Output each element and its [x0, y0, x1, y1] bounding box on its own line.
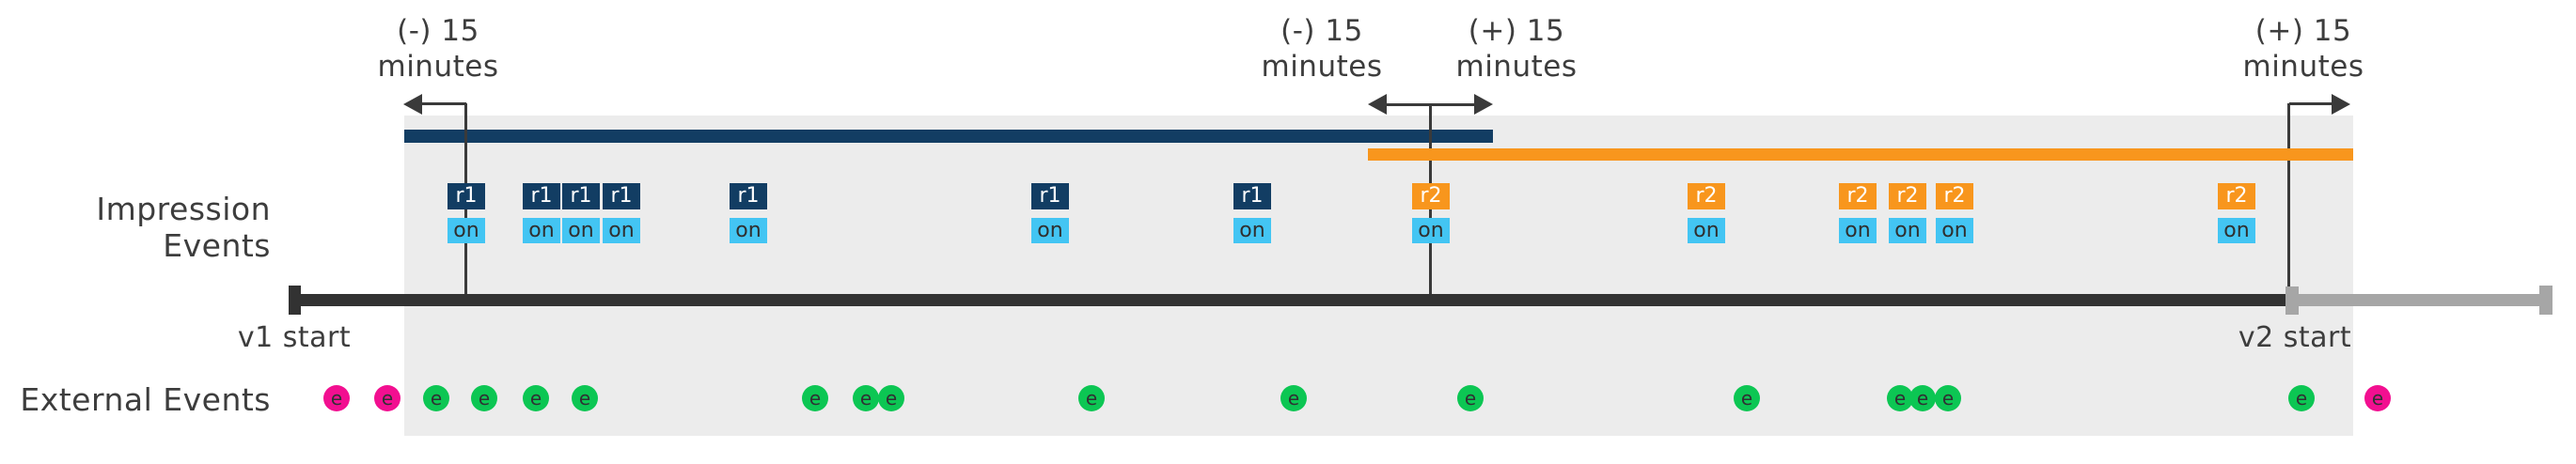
external-event-dot: e: [2288, 385, 2315, 411]
external-event-dot: e: [1909, 385, 1936, 411]
r2-recommendation-badge: r2: [1889, 183, 1926, 209]
v2-start-tick: [2285, 286, 2299, 315]
v1-start-label: v1 start: [237, 321, 352, 354]
on-status-badge: on: [1936, 218, 1973, 243]
observation-window-region: [404, 116, 2353, 436]
on-status-badge: on: [448, 218, 485, 243]
annotation-line2: minutes: [1261, 50, 1383, 84]
timeline-end-tick: [2539, 286, 2552, 315]
arrow-right-icon: [1474, 94, 1493, 115]
impression-event-r1: r1 on: [1233, 183, 1271, 243]
r2-recommendation-badge: r2: [1936, 183, 1973, 209]
arrow-right-icon: [2332, 94, 2350, 115]
on-status-badge: on: [1412, 218, 1450, 243]
on-status-badge: on: [603, 218, 640, 243]
r2-recommendation-badge: r2: [2218, 183, 2255, 209]
r2-recommendation-badge: r2: [1688, 183, 1725, 209]
external-event-dot: e: [1887, 385, 1913, 411]
annotation-line2: minutes: [2242, 50, 2364, 84]
minus-15-minutes-annotation: (-) 15 minutes: [1209, 13, 1435, 85]
external-event-dot: e: [853, 385, 879, 411]
r1-recommendation-badge: r1: [730, 183, 767, 209]
timeline-v1-segment: [289, 294, 2291, 306]
on-status-badge: on: [1688, 218, 1725, 243]
annotation-line1: (-) 15: [397, 14, 479, 48]
plus-minus-15-arrow-line: [1384, 103, 1478, 106]
r2-recommendation-badge: r2: [1839, 183, 1877, 209]
annotation-line1: (-) 15: [1280, 14, 1363, 48]
r1-recommendation-badge: r1: [1031, 183, 1069, 209]
r1-recommendation-badge: r1: [448, 183, 485, 209]
timeline-v2-segment: [2291, 294, 2549, 306]
impression-event-r2: r2 on: [1412, 183, 1450, 243]
annotation-line2: minutes: [377, 50, 499, 84]
external-event-dot: e: [423, 385, 449, 411]
external-event-dot-outside-window: e: [374, 385, 401, 411]
impression-event-r2: r2 on: [1936, 183, 1973, 243]
on-status-badge: on: [1233, 218, 1271, 243]
r1-recommendation-badge: r1: [562, 183, 600, 209]
external-event-dot: e: [572, 385, 598, 411]
plus-15-minutes-annotation: (+) 15 minutes: [1404, 13, 1629, 85]
annotation-line1: (+) 15: [1468, 14, 1565, 48]
r2-recommendation-badge: r2: [1412, 183, 1450, 209]
on-status-badge: on: [562, 218, 600, 243]
impression-events-row-label: Impression Events: [96, 191, 271, 264]
r1-recommendation-badge: r1: [603, 183, 640, 209]
impression-event-r1: r1 on: [1031, 183, 1069, 243]
external-event-dot: e: [802, 385, 828, 411]
arrow-left-icon: [403, 94, 422, 115]
impression-event-r1: r1 on: [448, 183, 485, 243]
impression-event-r1: r1 on: [562, 183, 600, 243]
external-event-dot: e: [1280, 385, 1307, 411]
r1-recommendation-badge: r1: [523, 183, 560, 209]
external-event-dot: e: [1734, 385, 1760, 411]
impression-event-r1: r1 on: [523, 183, 560, 243]
on-status-badge: on: [523, 218, 560, 243]
minus-15-minutes-annotation: (-) 15 minutes: [325, 13, 551, 85]
impression-event-r1: r1 on: [730, 183, 767, 243]
impression-event-r2: r2 on: [1889, 183, 1926, 243]
impression-event-r2: r2 on: [1688, 183, 1725, 243]
external-events-row-label: External Events: [20, 381, 271, 418]
r1-recommendation-badge: r1: [1233, 183, 1271, 209]
impression-event-r2: r2 on: [2218, 183, 2255, 243]
arrow-left-icon: [1368, 94, 1387, 115]
on-status-badge: on: [2218, 218, 2255, 243]
impression-event-r2: r2 on: [1839, 183, 1877, 243]
r2-attribution-window-bar: [1368, 148, 2353, 161]
external-event-dot: e: [878, 385, 904, 411]
annotation-line2: minutes: [1455, 50, 1578, 84]
external-event-dot: e: [1078, 385, 1105, 411]
v2-start-label: v2 start: [2238, 321, 2352, 354]
on-status-badge: on: [1889, 218, 1926, 243]
r1-attribution-window-bar: [404, 130, 1493, 143]
v2-start-marker-line: [2287, 103, 2290, 301]
external-event-dot-outside-window: e: [323, 385, 350, 411]
on-status-badge: on: [730, 218, 767, 243]
external-event-dot: e: [523, 385, 549, 411]
on-status-badge: on: [1031, 218, 1069, 243]
annotation-line1: (+) 15: [2254, 14, 2352, 48]
external-event-dot: e: [1935, 385, 1961, 411]
v1-start-tick: [289, 286, 301, 315]
impression-event-r1: r1 on: [603, 183, 640, 243]
external-event-dot: e: [1457, 385, 1484, 411]
minus-15-arrow-line: [419, 102, 466, 105]
plus-15-arrow-line: [2289, 102, 2334, 105]
external-event-dot: e: [471, 385, 497, 411]
external-event-dot-outside-window: e: [2364, 385, 2391, 411]
plus-15-minutes-annotation: (+) 15 minutes: [2191, 13, 2416, 85]
on-status-badge: on: [1839, 218, 1877, 243]
